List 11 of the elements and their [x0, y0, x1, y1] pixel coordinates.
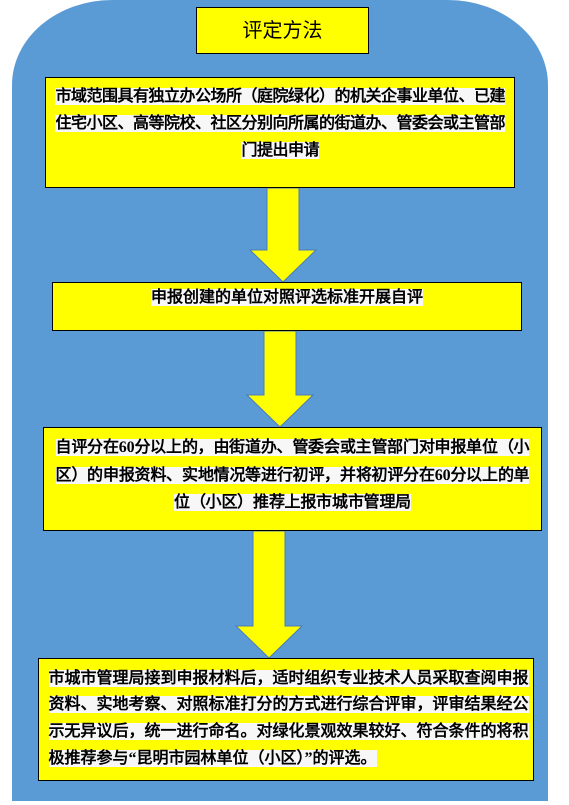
- block-arrow: [248, 188, 318, 283]
- block-arrow: [234, 530, 304, 659]
- title-box: [196, 7, 369, 54]
- process-box: [38, 658, 534, 781]
- process-box: [43, 427, 542, 531]
- title-text: 评定方法: [242, 19, 324, 44]
- process-box: [45, 77, 515, 188]
- process-box: [52, 282, 522, 331]
- step-text: 申报创建的单位对照评选标准开展自评: [150, 287, 424, 308]
- block-arrow: [246, 330, 314, 428]
- step-text: 市域范围具有独立办公场所（庭院绿化）的机关企事业单位、已建住宅小区、高等院校、社区分别向所属的街道办、管委会或主管部门提出申请: [54, 86, 506, 161]
